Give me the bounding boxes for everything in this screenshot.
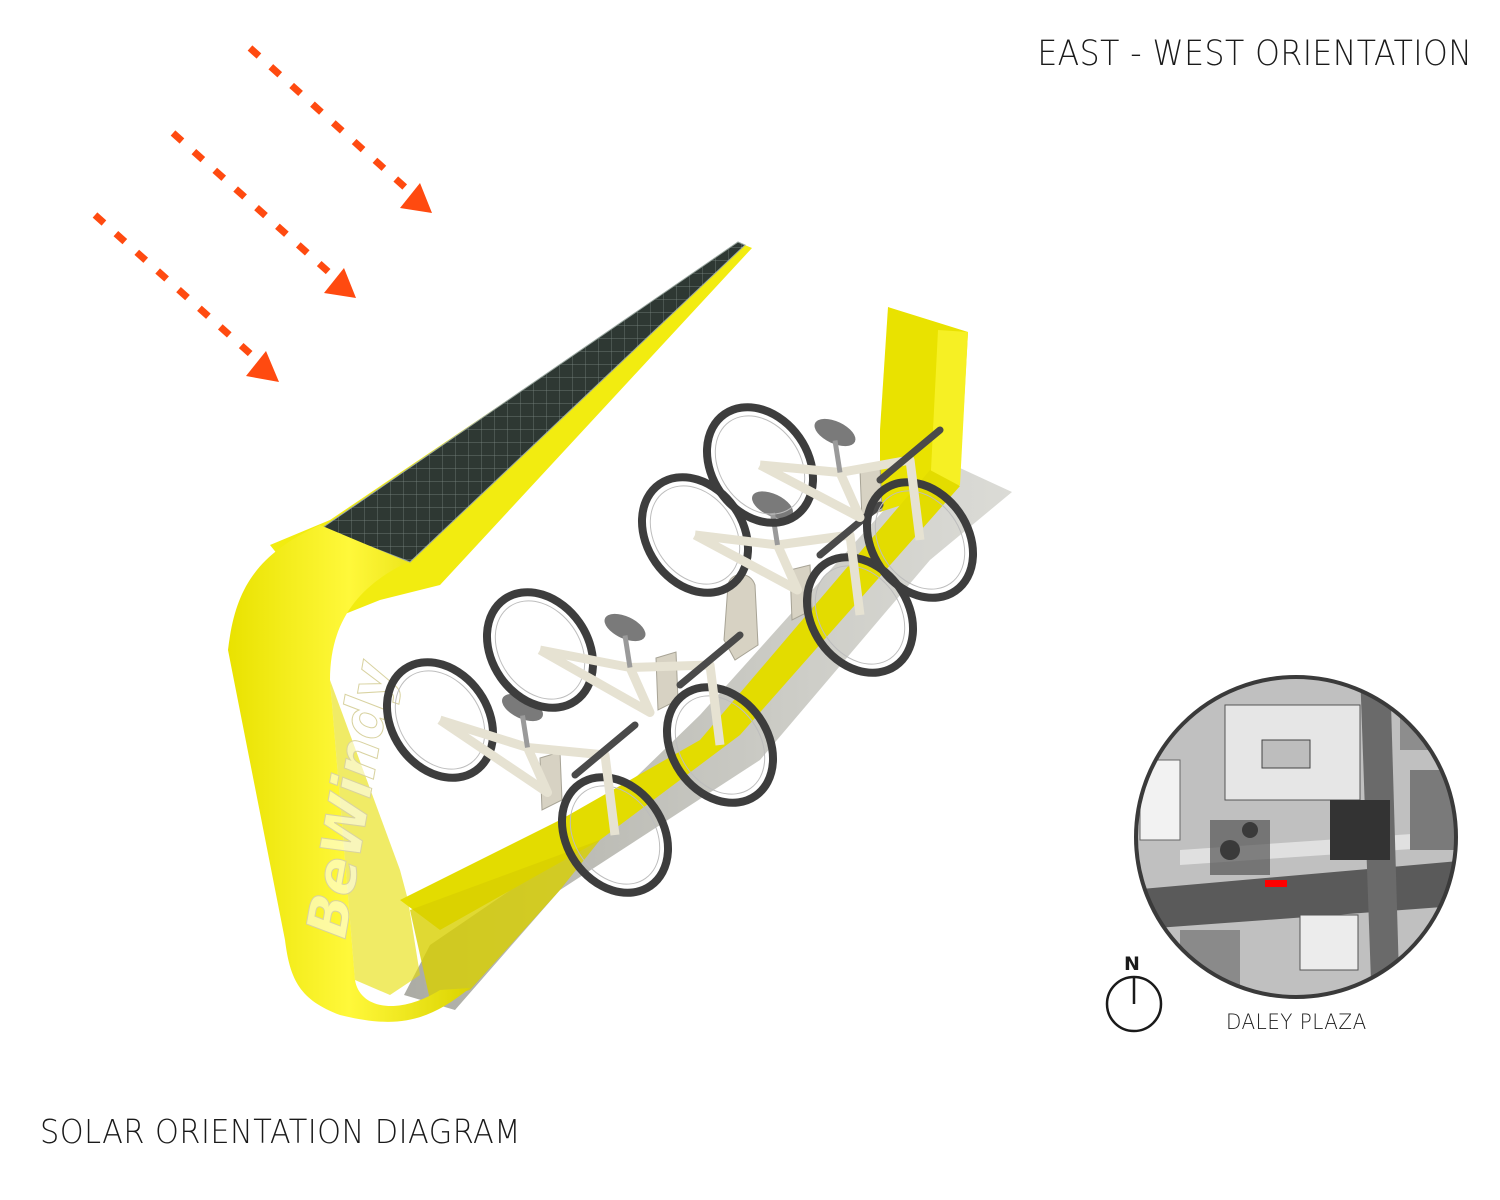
- bike-frame: [757, 455, 925, 541]
- bike: [702, 403, 978, 602]
- bike-seat: [814, 418, 856, 447]
- orientation-title: EAST - WEST ORIENTATION: [1037, 34, 1472, 74]
- bike: [382, 658, 673, 897]
- sun-rays: [92, 45, 432, 382]
- sun-ray-arrow: [92, 212, 279, 382]
- bike-seat: [752, 491, 793, 519]
- bike: [482, 588, 778, 807]
- solar-panel: [320, 241, 746, 563]
- bike-frame: [437, 715, 620, 836]
- bike-handlebar: [571, 721, 639, 779]
- shelter-front-side: [228, 525, 470, 1022]
- bike-shelter: [228, 241, 968, 1022]
- bike-handlebar: [876, 426, 944, 484]
- bike-frame: [692, 530, 865, 616]
- bike-rear-wheel: [482, 588, 598, 712]
- bikes: [382, 403, 978, 897]
- site-marker: [1265, 880, 1287, 887]
- compass-north-letter: N: [1124, 953, 1141, 975]
- north-compass: [1105, 975, 1163, 1033]
- diagram-title: SOLAR ORIENTATION DIAGRAM: [40, 1112, 521, 1151]
- bike-front-wheel: [557, 773, 673, 897]
- location-map: [1134, 675, 1458, 999]
- sun-ray-arrow: [247, 45, 432, 213]
- sun-ray-arrow: [170, 130, 356, 298]
- bike-seat: [604, 613, 646, 642]
- bike-front-wheel: [662, 683, 778, 807]
- bike-front-wheel: [862, 478, 978, 602]
- bike-frame: [537, 645, 725, 746]
- bike-rear-wheel: [702, 403, 818, 527]
- map-location-label: DALEY PLAZA: [1226, 1010, 1367, 1034]
- bike-rear-wheel: [382, 658, 498, 782]
- map-building: [1299, 914, 1359, 971]
- shelter-base: [400, 470, 960, 930]
- bike-handlebar: [676, 631, 744, 689]
